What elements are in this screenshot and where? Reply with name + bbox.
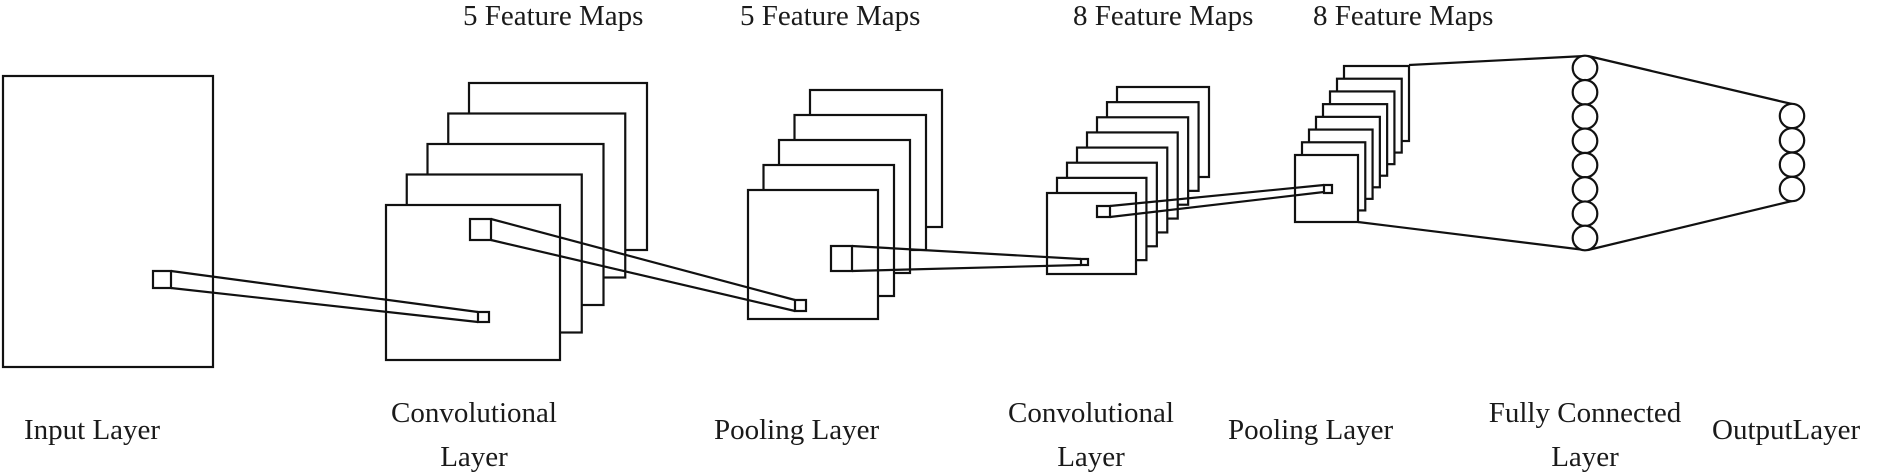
fc-connector-bottom [1357, 220, 1586, 252]
output-neuron [1778, 151, 1806, 178]
label-conv2-line2: Layer [1057, 441, 1125, 473]
conv2-feature-map [1045, 191, 1138, 276]
label-pool2: Pooling Layer [1228, 414, 1393, 446]
conv2-target-unit [1079, 257, 1090, 267]
label-pool1: Pooling Layer [714, 414, 879, 446]
conv1-target-unit [476, 310, 491, 324]
conv1-receptive-field [468, 217, 493, 242]
pool2-feature-map [1293, 153, 1360, 224]
connector-line [1109, 190, 1325, 219]
output-neuron [1778, 175, 1806, 203]
pool1-feature-map [746, 188, 880, 321]
output-connector-top [1587, 54, 1793, 106]
fc-neuron [1571, 78, 1599, 106]
fc-neuron [1571, 103, 1599, 130]
label-output-layer: OutputLayer [1712, 414, 1861, 446]
label-input-layer: Input Layer [24, 414, 160, 446]
connector-line [170, 286, 479, 324]
header-conv2: 8 Feature Maps [1073, 0, 1253, 32]
header-conv1: 5 Feature Maps [463, 0, 643, 32]
fc-neuron [1571, 224, 1599, 252]
output-connector-bottom [1587, 199, 1793, 252]
output-neuron [1778, 127, 1806, 154]
label-conv1-line1: Convolutional [391, 397, 557, 429]
pool2-target-unit [1322, 183, 1334, 195]
connector-line [1109, 183, 1325, 208]
input-layer-map [1, 74, 215, 369]
fc-neuron [1571, 200, 1599, 228]
fc-neuron [1571, 127, 1599, 155]
connector-line [170, 269, 479, 314]
pool1-receptive-field [829, 244, 854, 273]
label-conv1-line2: Layer [440, 441, 508, 473]
connector-line [490, 238, 796, 313]
fc-neuron [1571, 54, 1599, 82]
connector-line [851, 244, 1082, 261]
conv2-receptive-field [1095, 204, 1112, 219]
pool1-target-unit [793, 298, 808, 313]
label-conv2-line1: Convolutional [1008, 397, 1174, 429]
fc-neuron [1571, 151, 1599, 179]
label-fc-line1: Fully Connected [1489, 397, 1682, 429]
input-receptive-field [151, 269, 173, 290]
output-neuron [1778, 102, 1806, 130]
fc-neuron [1571, 176, 1599, 203]
header-pool2: 8 Feature Maps [1313, 0, 1493, 32]
fc-connector-top [1408, 54, 1586, 67]
label-fc-line2: Layer [1551, 441, 1619, 473]
connector-line [490, 217, 796, 302]
connector-line [851, 263, 1082, 273]
header-pool1: 5 Feature Maps [740, 0, 920, 32]
